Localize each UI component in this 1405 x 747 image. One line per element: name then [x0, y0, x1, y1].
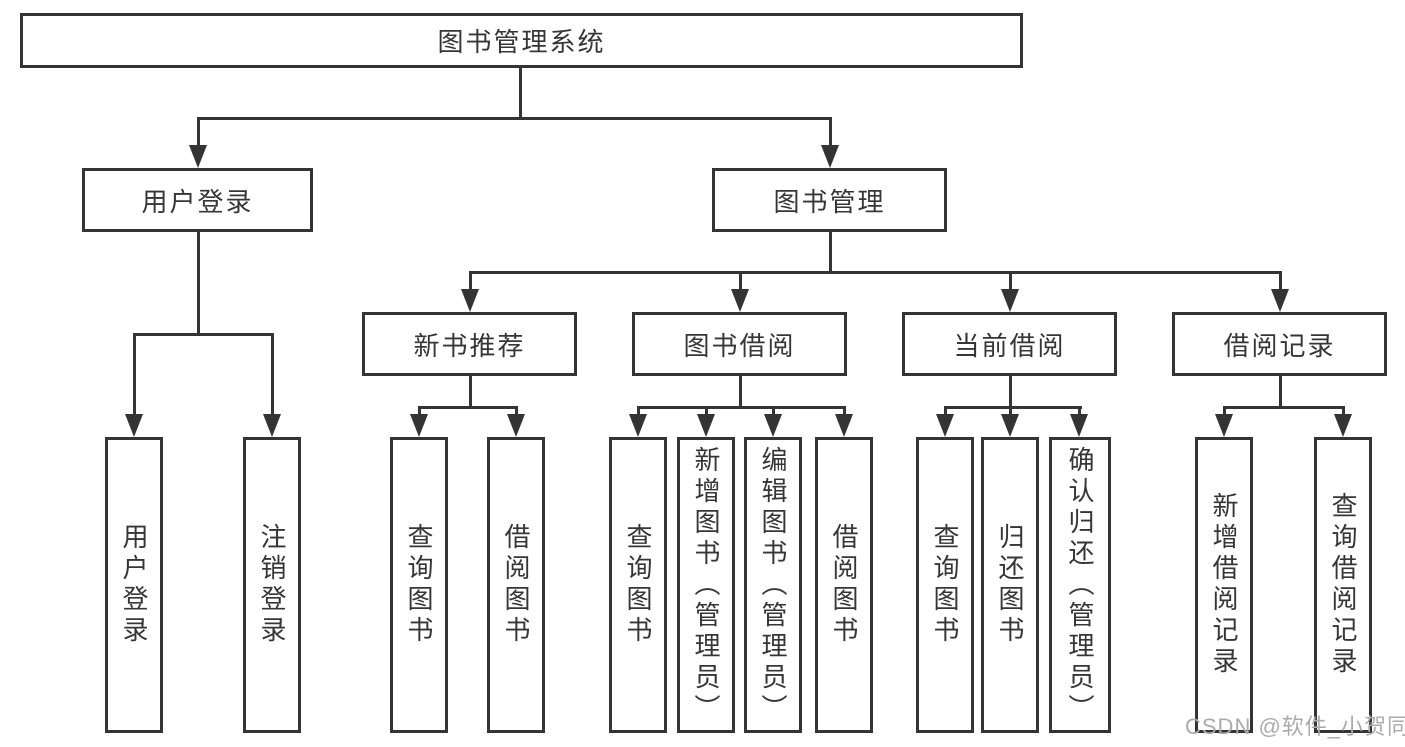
connector-line [418, 406, 421, 417]
connector-line [1009, 406, 1012, 417]
arrow-down-icon [629, 414, 647, 437]
node-current-borrow: 当前借阅 [902, 312, 1117, 376]
arrow-down-icon [731, 289, 749, 312]
leaf-current-query-books: 查询图书 [916, 437, 974, 733]
connector-line [418, 406, 518, 409]
arrow-down-icon [764, 414, 782, 437]
arrow-down-icon [1001, 414, 1019, 437]
arrow-down-icon [1070, 414, 1088, 437]
arrow-down-icon [1271, 289, 1289, 312]
node-book-borrow: 图书借阅 [632, 312, 847, 376]
connector-line [469, 376, 472, 409]
leaf-edit-books-admin-label: 编辑图书（管理员） [758, 445, 788, 725]
leaf-add-borrow-record: 新增借阅记录 [1195, 437, 1253, 733]
connector-line [637, 406, 640, 417]
arrow-down-icon [697, 414, 715, 437]
connector-line [637, 406, 846, 409]
node-root: 图书管理系统 [20, 13, 1023, 68]
leaf-logout-label: 注销登录 [257, 523, 287, 647]
leaf-confirm-return-admin: 确认归还（管理员） [1049, 437, 1111, 733]
leaf-add-books-admin-label: 新增图书（管理员） [691, 445, 721, 725]
leaf-borrow-query-books-label: 查询图书 [623, 523, 653, 647]
arrow-down-icon [461, 289, 479, 312]
connector-line [944, 406, 1082, 409]
connector-line [1223, 406, 1226, 417]
arrow-down-icon [189, 145, 207, 168]
arrow-down-icon [125, 414, 143, 437]
arrow-down-icon [1215, 414, 1233, 437]
node-book-borrow-label: 图书借阅 [683, 330, 796, 361]
connector-line [829, 117, 832, 146]
leaf-newbook-borrow-books-label: 借阅图书 [501, 523, 531, 647]
connector-line [739, 376, 742, 409]
connector-line [843, 406, 846, 417]
node-current-borrow-label: 当前借阅 [953, 330, 1066, 361]
node-borrow-records-label: 借阅记录 [1223, 330, 1336, 361]
arrow-down-icon [1334, 414, 1352, 437]
node-book-management: 图书管理 [712, 168, 947, 232]
node-book-management-label: 图书管理 [773, 186, 886, 217]
connector-line [1223, 406, 1345, 409]
arrow-down-icon [936, 414, 954, 437]
leaf-user-login-label: 用户登录 [119, 523, 149, 647]
connector-line [1009, 271, 1012, 291]
leaf-return-books-label: 归还图书 [995, 523, 1025, 647]
leaf-newbook-query-books-label: 查询图书 [404, 523, 434, 647]
connector-line [133, 333, 136, 415]
connector-line [515, 406, 518, 417]
connector-line [469, 271, 472, 291]
leaf-newbook-query-books: 查询图书 [390, 437, 448, 733]
leaf-confirm-return-admin-label: 确认归还（管理员） [1065, 445, 1095, 725]
arrow-down-icon [821, 145, 839, 168]
node-root-label: 图书管理系统 [437, 27, 606, 57]
leaf-edit-books-admin: 编辑图书（管理员） [744, 437, 802, 733]
connector-line [133, 333, 274, 336]
leaf-borrow-borrow-books-label: 借阅图书 [829, 523, 859, 647]
arrow-down-icon [263, 414, 281, 437]
connector-line [739, 271, 742, 291]
connector-line [271, 333, 274, 415]
node-user-login-label: 用户登录 [141, 186, 254, 217]
leaf-newbook-borrow-books: 借阅图书 [487, 437, 545, 733]
arrow-down-icon [410, 414, 428, 437]
leaf-add-borrow-record-label: 新增借阅记录 [1209, 492, 1239, 678]
connector-line [829, 232, 832, 274]
leaf-borrow-query-books: 查询图书 [609, 437, 667, 733]
leaf-user-login: 用户登录 [105, 437, 163, 733]
leaf-add-books-admin: 新增图书（管理员） [677, 437, 735, 733]
arrow-down-icon [507, 414, 525, 437]
connector-line [1279, 271, 1282, 291]
watermark: CSDN @软件_小贺同学 [1185, 714, 1405, 739]
leaf-logout: 注销登录 [243, 437, 301, 733]
node-borrow-records: 借阅记录 [1172, 312, 1387, 376]
arrow-down-icon [835, 414, 853, 437]
leaf-query-borrow-record: 查询借阅记录 [1314, 437, 1372, 733]
connector-line [1009, 376, 1012, 409]
connector-line [197, 232, 200, 336]
node-new-book-recommend: 新书推荐 [362, 312, 577, 376]
arrow-down-icon [1001, 289, 1019, 312]
connector-line [1342, 406, 1345, 417]
connector-line [705, 406, 708, 417]
leaf-current-query-books-label: 查询图书 [930, 523, 960, 647]
connector-line [197, 117, 832, 120]
node-user-login: 用户登录 [82, 168, 313, 232]
connector-line [1078, 406, 1081, 417]
leaf-query-borrow-record-label: 查询借阅记录 [1328, 492, 1358, 678]
connector-line [197, 117, 200, 146]
leaf-borrow-borrow-books: 借阅图书 [815, 437, 873, 733]
leaf-return-books: 归还图书 [981, 437, 1039, 733]
connector-line [944, 406, 947, 417]
connector-line [1279, 376, 1282, 409]
node-new-book-recommend-label: 新书推荐 [413, 330, 526, 361]
connector-line [469, 271, 1282, 274]
connector-line [519, 68, 522, 118]
connector-line [772, 406, 775, 417]
